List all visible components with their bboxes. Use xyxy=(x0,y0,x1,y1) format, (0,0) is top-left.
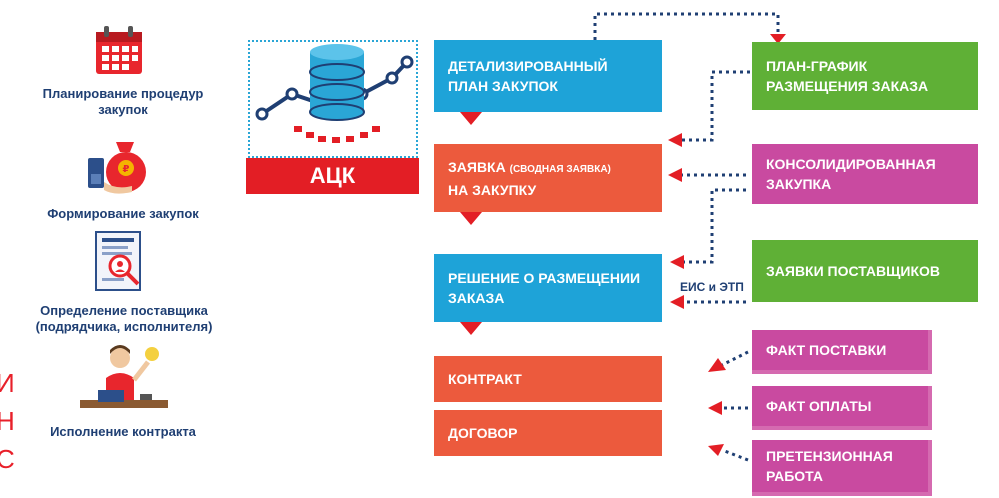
box-agreement: ДОГОВОР xyxy=(434,410,662,456)
cut-letter: И xyxy=(0,368,15,398)
money-bag-icon: ₽ xyxy=(86,134,152,196)
document-search-icon xyxy=(90,230,152,296)
cut-letter: С xyxy=(0,444,15,474)
ack-label: АЦК xyxy=(246,158,419,194)
box-purchase-request-note: (СВОДНАЯ ЗАЯВКА) xyxy=(509,164,611,175)
box-delivery-fact: ФАКТ ПОСТАВКИ xyxy=(752,330,932,374)
database-chart-icon xyxy=(252,42,416,156)
box-payment-fact: ФАКТ ОПЛАТЫ xyxy=(752,386,932,430)
calendar-icon xyxy=(92,22,148,78)
ack-frame xyxy=(248,40,418,158)
box-purchase-request: ЗАЯВКА (СВОДНАЯ ЗАЯВКА) НА ЗАКУПКУ xyxy=(434,144,662,212)
down-arrow-icon xyxy=(460,112,482,125)
step-label-formation: Формирование закупок xyxy=(47,206,199,221)
box-claims: ПРЕТЕНЗИОННАЯ РАБОТА xyxy=(752,440,932,496)
box-purchase-request-main: ЗАЯВКА xyxy=(448,159,506,175)
box-contract: КОНТРАКТ xyxy=(434,356,662,402)
step-label-supplier: Определение поставщика (подрядчика, испо… xyxy=(35,303,213,334)
box-placement-decision: РЕШЕНИЕ О РАЗМЕЩЕНИИ ЗАКАЗА xyxy=(434,254,662,322)
down-arrow-icon xyxy=(460,322,482,335)
box-supplier-bids: ЗАЯВКИ ПОСТАВЩИКОВ xyxy=(752,240,978,302)
eis-label: ЕИС и ЭТП xyxy=(680,280,744,294)
step-label-execution: Исполнение контракта xyxy=(50,424,196,439)
box-schedule: ПЛАН-ГРАФИК РАЗМЕЩЕНИЯ ЗАКАЗА xyxy=(752,42,978,110)
step-label-planning: Планирование процедур закупок xyxy=(42,86,204,117)
box-purchase-request-rest: НА ЗАКУПКУ xyxy=(448,182,537,198)
down-arrow-icon xyxy=(460,212,482,225)
svg-text:₽: ₽ xyxy=(123,164,130,175)
box-consolidated: КОНСОЛИДИРОВАННАЯ ЗАКУПКА xyxy=(752,144,978,204)
box-detailed-plan: ДЕТАЛИЗИРОВАННЫЙ ПЛАН ЗАКУПОК xyxy=(434,40,662,112)
person-at-desk-icon xyxy=(76,340,172,414)
cut-letter: Н xyxy=(0,406,15,436)
